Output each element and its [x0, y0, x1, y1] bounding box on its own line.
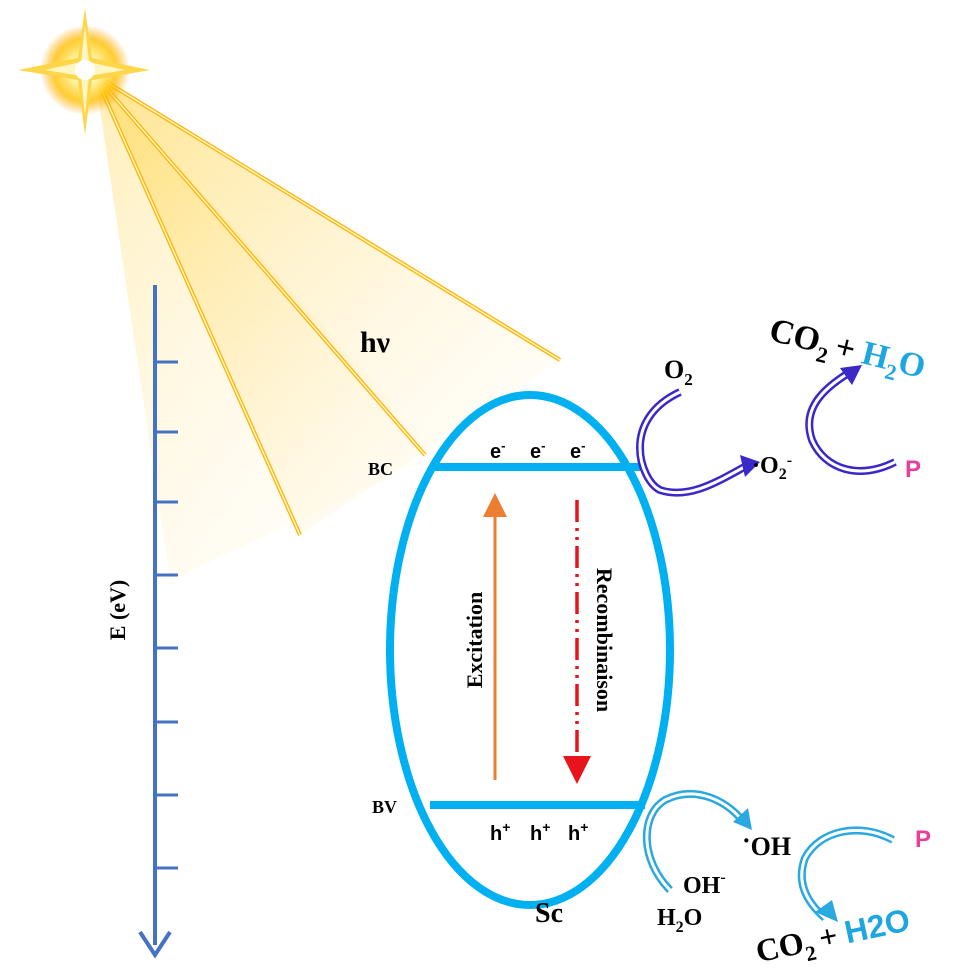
products-top: CO2+H2O [764, 312, 930, 392]
svg-text:e-: e- [490, 438, 505, 463]
oxidation-arrows [642, 789, 895, 922]
holes: h+ h+ h+ [490, 819, 588, 845]
reduction-arrows [636, 365, 897, 497]
superoxide-label: ·O2- [752, 452, 792, 483]
semiconductor-label: Sc [535, 898, 563, 929]
energy-axis [138, 285, 178, 959]
svg-text:h+: h+ [568, 819, 588, 845]
svg-text:CO2+H2O: CO2+H2O [764, 312, 929, 392]
svg-text:e-: e- [570, 438, 585, 463]
pollutant-label-top: P [905, 456, 921, 483]
svg-text:e-: e- [530, 438, 545, 463]
sun-icon [18, 8, 562, 580]
hydroxide-label: OH- [683, 869, 726, 899]
excitation-label: Excitation [462, 592, 487, 689]
oxygen-label: O2 [664, 355, 693, 389]
conduction-band-label: BC [368, 459, 393, 479]
electrons: e- e- e- [490, 438, 585, 463]
valence-band-label: BV [372, 797, 397, 817]
hydroxyl-radical-label: ·OH [742, 826, 791, 861]
light-label: hν [360, 326, 391, 359]
semiconductor-particle [386, 391, 674, 909]
axis-label: E (eV) [105, 580, 130, 640]
pollutant-label-bottom: P [915, 826, 931, 853]
recombination-label: Recombinaison [592, 568, 617, 712]
water-label: H2O [657, 905, 702, 936]
svg-text:h+: h+ [530, 819, 550, 845]
svg-text:h+: h+ [490, 819, 510, 845]
